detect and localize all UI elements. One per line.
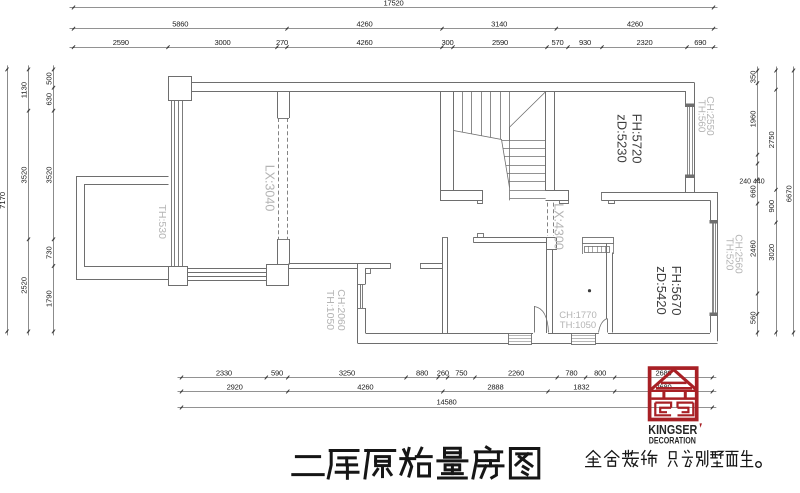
svg-text:630: 630 xyxy=(44,93,53,106)
svg-text:260: 260 xyxy=(437,368,449,377)
svg-text:FH:5670: FH:5670 xyxy=(669,266,684,316)
svg-text:2680: 2680 xyxy=(655,368,671,377)
svg-text:CH:1770: CH:1770 xyxy=(559,310,597,321)
svg-text:2330: 2330 xyxy=(216,368,232,377)
svg-text:3250: 3250 xyxy=(339,368,355,377)
svg-text:LX:3040: LX:3040 xyxy=(263,165,277,212)
svg-text:5860: 5860 xyxy=(172,20,188,29)
svg-text:2460: 2460 xyxy=(748,240,757,257)
svg-text:1832: 1832 xyxy=(573,382,589,391)
svg-text:2590: 2590 xyxy=(492,38,508,47)
svg-text:750: 750 xyxy=(455,368,467,377)
svg-text:14580: 14580 xyxy=(436,398,456,407)
svg-text:6670: 6670 xyxy=(784,185,793,202)
svg-text:TH:560: TH:560 xyxy=(696,100,707,133)
svg-text:CH:2550: CH:2550 xyxy=(704,96,715,136)
svg-text:zD:5420: zD:5420 xyxy=(654,266,669,314)
svg-text:KINGSER: KINGSER xyxy=(648,422,698,437)
svg-text:350: 350 xyxy=(748,71,757,84)
svg-text:CH:2060: CH:2060 xyxy=(335,289,347,331)
svg-text:2320: 2320 xyxy=(636,38,652,47)
svg-text:2920: 2920 xyxy=(227,382,243,391)
svg-text:TH:530: TH:530 xyxy=(156,204,168,239)
svg-text:500: 500 xyxy=(44,72,53,85)
svg-text:TH:1050: TH:1050 xyxy=(560,320,596,331)
svg-text:zD:5230: zD:5230 xyxy=(615,114,630,162)
svg-text:4260: 4260 xyxy=(356,38,372,47)
svg-text:TH:1050: TH:1050 xyxy=(324,290,336,330)
svg-text:3020: 3020 xyxy=(767,244,776,261)
svg-text:300: 300 xyxy=(441,38,453,47)
svg-text:7170: 7170 xyxy=(0,192,7,209)
svg-text:DECORATION: DECORATION xyxy=(649,435,696,445)
svg-text:4260: 4260 xyxy=(356,20,372,29)
svg-text:560: 560 xyxy=(748,311,757,324)
svg-text:1130: 1130 xyxy=(19,82,28,98)
svg-text:2888: 2888 xyxy=(487,382,503,391)
svg-text:730: 730 xyxy=(44,246,53,259)
svg-text:900: 900 xyxy=(767,200,776,213)
svg-text:LX:4300: LX:4300 xyxy=(552,203,566,250)
svg-text:2260: 2260 xyxy=(508,368,524,377)
svg-text:590: 590 xyxy=(271,368,283,377)
svg-text:2520: 2520 xyxy=(19,277,28,294)
svg-text:4260: 4260 xyxy=(627,20,643,29)
svg-text:CH:2560: CH:2560 xyxy=(733,234,744,274)
svg-text:780: 780 xyxy=(565,368,577,377)
svg-text:880: 880 xyxy=(416,368,428,377)
svg-text:17520: 17520 xyxy=(383,0,403,7)
svg-text:270: 270 xyxy=(276,38,288,47)
svg-text:660: 660 xyxy=(748,185,757,198)
svg-text:3520: 3520 xyxy=(44,167,53,184)
svg-text:240 440: 240 440 xyxy=(739,179,764,186)
svg-text:4260: 4260 xyxy=(357,382,373,391)
svg-text:2680: 2680 xyxy=(655,382,671,391)
svg-text:690: 690 xyxy=(694,38,706,47)
svg-text:3520: 3520 xyxy=(19,167,28,184)
svg-text:2750: 2750 xyxy=(767,131,776,148)
svg-text:1790: 1790 xyxy=(44,290,53,307)
svg-text:1960: 1960 xyxy=(748,110,757,127)
svg-text:3000: 3000 xyxy=(214,38,230,47)
svg-text:3140: 3140 xyxy=(491,20,507,29)
svg-text:800: 800 xyxy=(594,368,606,377)
svg-text:930: 930 xyxy=(579,38,591,47)
svg-text:2590: 2590 xyxy=(113,38,129,47)
svg-text:TH:520: TH:520 xyxy=(724,238,735,271)
svg-text:570: 570 xyxy=(551,38,563,47)
svg-text:FH:5720: FH:5720 xyxy=(630,114,645,164)
